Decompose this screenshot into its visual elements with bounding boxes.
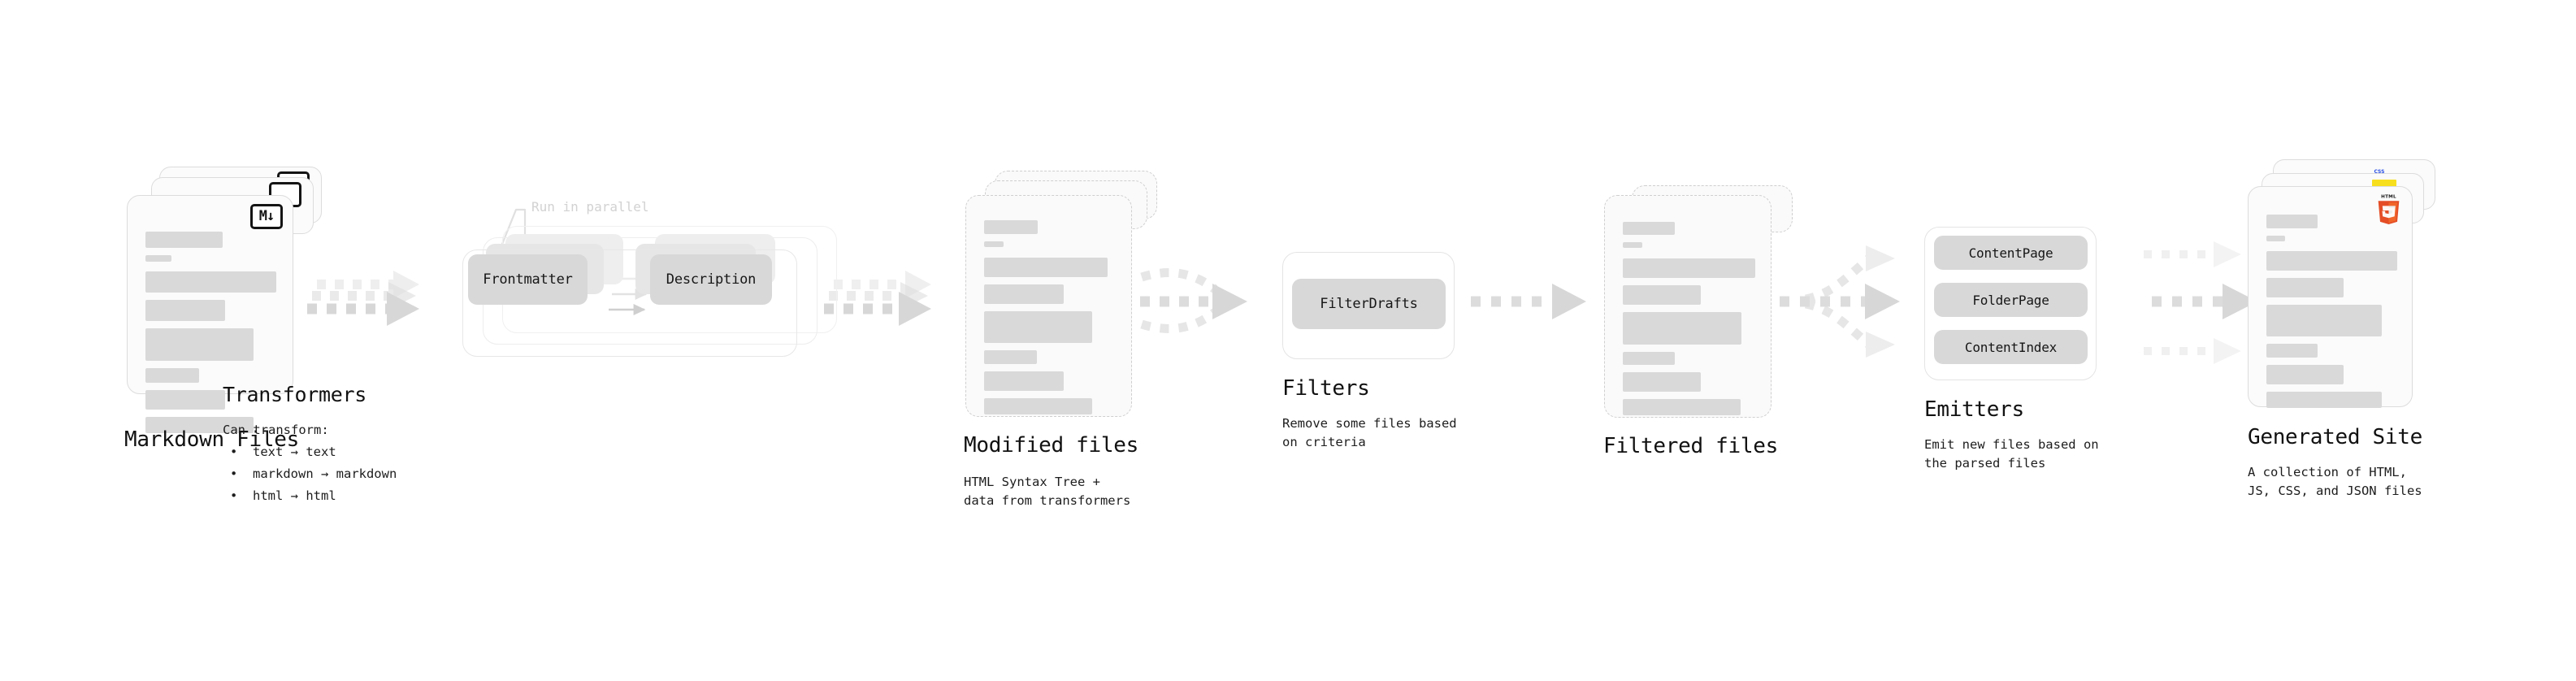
arrow-emitters-to-site (2144, 241, 2257, 364)
skeleton-bars (984, 220, 1113, 422)
stage-title-markdown: Markdown Files (124, 427, 299, 452)
transformers-bullet-2: • html → html (230, 488, 336, 503)
emitters-pill-contentpage[interactable]: ContentPage (1934, 236, 2088, 270)
skeleton-bar (984, 311, 1092, 343)
skeleton-bar (145, 255, 171, 262)
skeleton-bar (984, 398, 1092, 414)
skeleton-bar (984, 371, 1064, 391)
skeleton-bar (2266, 392, 2382, 408)
svg-text:HTML: HTML (2381, 195, 2396, 200)
bullet-text: text → text (253, 445, 336, 459)
arrow-filters-to-filtered (1471, 284, 1586, 319)
skeleton-bar (1623, 399, 1741, 415)
transformer-pill-frontmatter[interactable]: Frontmatter (468, 254, 588, 305)
filtered-card-front (1604, 195, 1772, 418)
transformers-bullet-1: • markdown → markdown (230, 466, 397, 481)
skeleton-bar (145, 368, 199, 383)
filters-pill-filterdrafts[interactable]: FilterDrafts (1292, 279, 1446, 329)
markdown-card-front: M↓ (127, 195, 293, 433)
skeleton-bars (1623, 222, 1755, 423)
skeleton-bar (984, 350, 1037, 364)
stage-title-filters: Filters (1282, 376, 1370, 401)
skeleton-bar (1623, 372, 1701, 392)
skeleton-bar (984, 220, 1038, 234)
skeleton-bar (2266, 365, 2344, 384)
modified-card-front (965, 195, 1132, 417)
emitters-pill-contentindex[interactable]: ContentIndex (1934, 330, 2088, 364)
bullet-text: markdown → markdown (253, 466, 397, 481)
bullet-text: html → html (253, 488, 336, 503)
filters-subtitle-line-0: Remove some files based (1282, 416, 1457, 431)
skeleton-bar (145, 417, 254, 433)
skeleton-bars (2266, 215, 2397, 415)
markdown-badge: M↓ (250, 204, 283, 229)
skeleton-bar (1623, 285, 1701, 305)
skeleton-bar (2266, 305, 2382, 336)
transformer-pill-description[interactable]: Description (650, 254, 772, 305)
skeleton-bar (984, 284, 1064, 304)
skeleton-bar (984, 241, 1004, 247)
site-subtitle-line-0: A collection of HTML, (2248, 465, 2407, 479)
skeleton-bar (145, 328, 254, 361)
skeleton-bar (2266, 251, 2397, 271)
filters-subtitle-line-1: on criteria (1282, 435, 1366, 449)
skeleton-bar (2266, 344, 2318, 358)
site-card-front: HTML (2248, 186, 2413, 408)
emitters-subtitle-line-1: the parsed files (1924, 456, 2046, 471)
emitters-pill-folderpage[interactable]: FolderPage (1934, 283, 2088, 317)
html5-badge: HTML (2378, 195, 2400, 224)
skeleton-bar (145, 390, 225, 410)
arrow-filtered-to-emitters (1780, 245, 1900, 358)
arrow-modified-to-filters (1140, 268, 1247, 333)
svg-text:CSS: CSS (2374, 169, 2385, 175)
stage-title-transformers: Transformers (223, 383, 367, 406)
skeleton-bar (2266, 236, 2285, 241)
modified-subtitle-line-0: HTML Syntax Tree + (964, 475, 1100, 489)
skeleton-bar (145, 232, 223, 248)
skeleton-bar (2266, 215, 2318, 228)
transformers-subtitle: Can transform: (223, 423, 329, 437)
skeleton-bar (1623, 242, 1642, 248)
site-subtitle-line-1: JS, CSS, and JSON files (2248, 484, 2422, 498)
skeleton-bars (145, 232, 276, 440)
skeleton-bar (145, 271, 276, 293)
arrow-transformers-to-modified (824, 271, 931, 326)
transformers-bullet-0: • text → text (230, 445, 336, 459)
arrow-markdown-to-transformers (307, 271, 419, 326)
skeleton-bar (1623, 258, 1755, 278)
skeleton-bar (1623, 222, 1675, 235)
skeleton-bar (145, 300, 225, 321)
run-in-parallel-label: Run in parallel (531, 199, 649, 215)
skeleton-bar (1623, 352, 1675, 365)
skeleton-bar (1623, 312, 1741, 345)
stage-title-emitters: Emitters (1924, 397, 2024, 422)
modified-subtitle-line-1: data from transformers (964, 493, 1131, 508)
stage-title-filtered: Filtered files (1603, 434, 1778, 458)
stage-title-modified: Modified files (964, 433, 1138, 458)
stage-title-generated-site: Generated Site (2248, 425, 2422, 449)
skeleton-bar (2266, 278, 2344, 297)
transformer-panel-front (462, 249, 797, 357)
skeleton-bar (984, 258, 1108, 277)
emitters-subtitle-line-0: Emit new files based on (1924, 437, 2099, 452)
